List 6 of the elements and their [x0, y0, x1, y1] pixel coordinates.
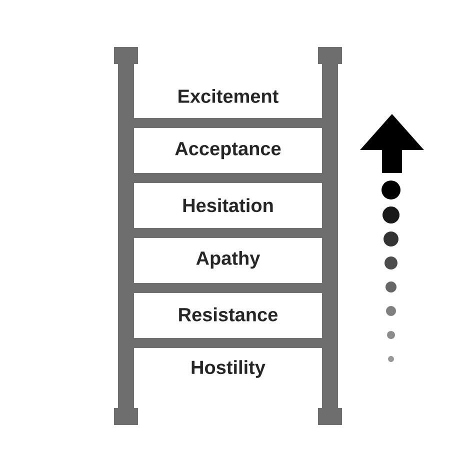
- rung-label: Apathy: [196, 250, 260, 269]
- rung-label: Hostility: [192, 360, 266, 378]
- rung-label: Excitement: [178, 89, 278, 103]
- rung-label: Hesitation: [183, 198, 273, 212]
- rung-label: Resistance: [179, 307, 278, 322]
- rung-label: Acceptance: [175, 142, 281, 160]
